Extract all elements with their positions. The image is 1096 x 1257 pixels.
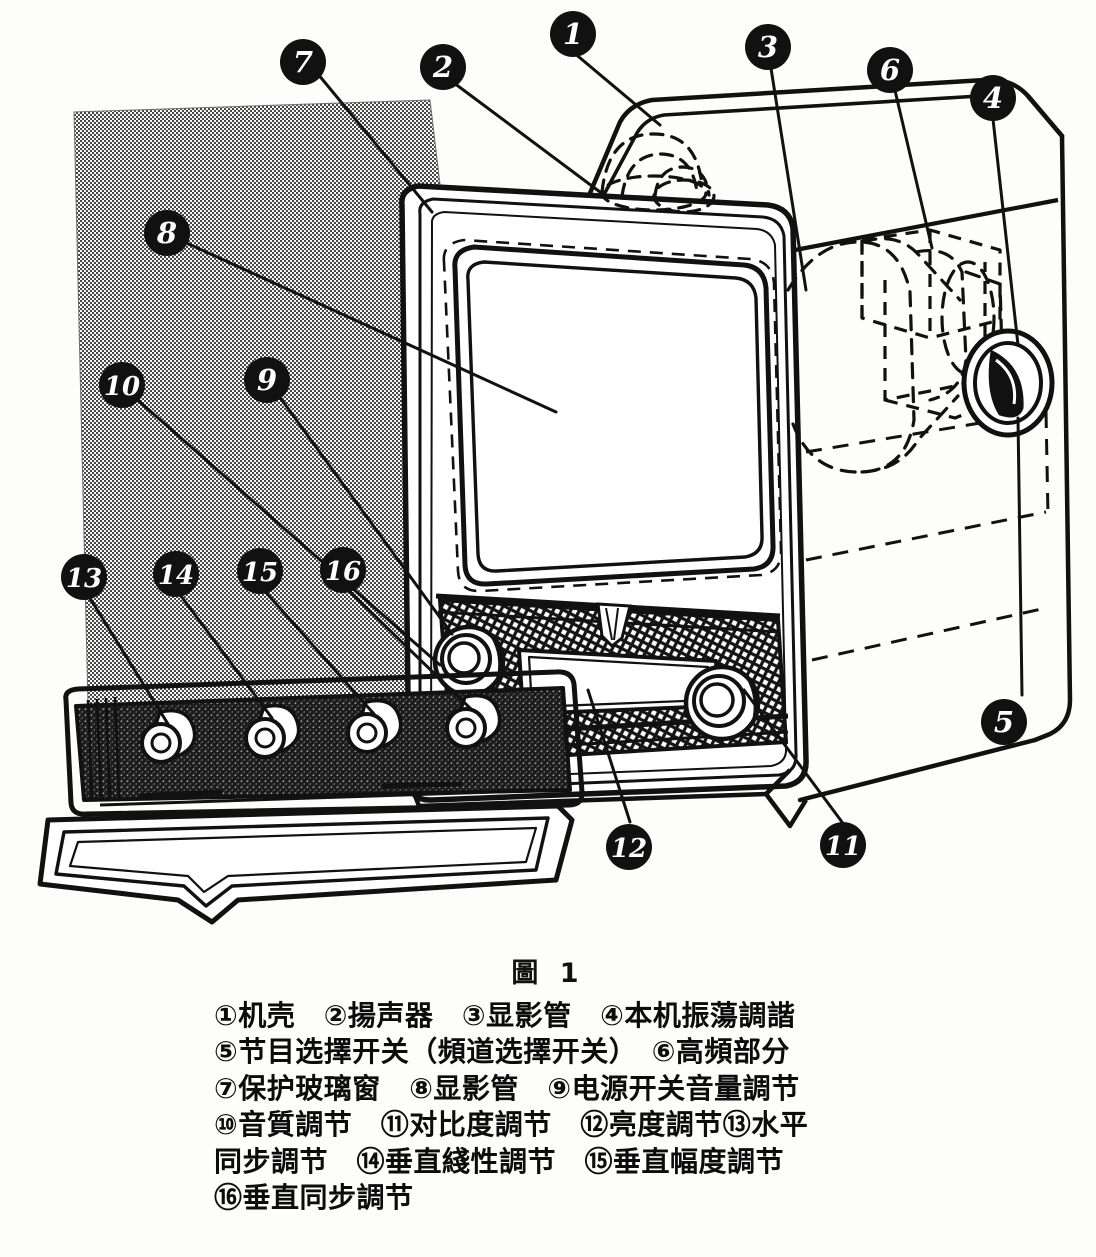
svg-text:13: 13 xyxy=(66,564,102,594)
callout-marker-14[interactable]: 14 xyxy=(153,551,199,597)
service-panel-compartment xyxy=(63,669,585,817)
svg-text:16: 16 xyxy=(325,557,361,587)
callout-marker-6[interactable]: 6 xyxy=(867,47,913,93)
callout-marker-3[interactable]: 3 xyxy=(745,24,791,70)
callout-marker-15[interactable]: 15 xyxy=(237,548,283,594)
adjustment-knobs-group[interactable] xyxy=(140,693,502,764)
callout-marker-16[interactable]: 16 xyxy=(320,547,366,593)
legend-line-5: 同步調节 ⑭垂直綫性調节 ⑮垂直幅度調节 xyxy=(214,1144,785,1178)
callout-marker-12[interactable]: 12 xyxy=(606,824,652,870)
svg-text:9: 9 xyxy=(257,363,277,397)
vertical-size-knob[interactable] xyxy=(346,698,403,754)
svg-text:10: 10 xyxy=(104,372,140,402)
svg-text:4: 4 xyxy=(983,81,1003,115)
callout-marker-13[interactable]: 13 xyxy=(61,554,107,600)
drop-down-lid[interactable] xyxy=(37,781,575,925)
legend-line-6: ⑯垂直同步調节 xyxy=(214,1180,414,1214)
loudspeaker-hidden xyxy=(600,132,716,214)
callout-marker-2[interactable]: 2 xyxy=(420,44,466,90)
figure-title: 圖 1 xyxy=(511,958,585,989)
svg-text:11: 11 xyxy=(825,832,861,862)
svg-text:6: 6 xyxy=(880,53,900,87)
callout-marker-5[interactable]: 5 xyxy=(981,699,1027,745)
legend-line-4: ⑩音質調节 ⑪对比度調节 ⑫亮度調节⑬水平 xyxy=(214,1108,809,1142)
tv-cabinet-body xyxy=(582,77,1073,803)
svg-text:15: 15 xyxy=(242,558,278,588)
leader-lines xyxy=(86,50,1024,824)
svg-text:5: 5 xyxy=(994,705,1014,739)
svg-text:3: 3 xyxy=(758,30,778,64)
callout-marker-7[interactable]: 7 xyxy=(280,39,326,85)
cabinet-top-face xyxy=(591,94,982,217)
horizontal-sync-knob[interactable] xyxy=(140,708,197,764)
vertical-sync-knob[interactable] xyxy=(445,693,502,749)
legend-line-3: ⑦保护玻璃窗 ⑧显影管 ⑨电源开关音量調节 xyxy=(214,1071,800,1105)
svg-text:2: 2 xyxy=(432,50,453,84)
brand-nameplate xyxy=(517,602,720,716)
callout-marker-9[interactable]: 9 xyxy=(244,357,290,403)
svg-text:14: 14 xyxy=(158,561,194,591)
figure-illustration: 1 2 3 4 5 6 7 8 xyxy=(37,11,1073,925)
figure-caption-block: 圖 1 ①机壳 ②揚声器 ③显影管 ④本机振蕩調諧 ⑤节目选擇开关（頻道选擇开关… xyxy=(0,945,1096,1257)
screen-bezel xyxy=(442,238,783,593)
legend-line-1: ①机壳 ②揚声器 ③显影管 ④本机振蕩調諧 xyxy=(214,999,796,1032)
svg-text:12: 12 xyxy=(611,834,647,864)
legend-line-2: ⑤节目选擇开关（頻道选擇开关） ⑥高頻部分 xyxy=(214,1035,790,1069)
contrast-knob[interactable] xyxy=(683,664,761,742)
channel-selector-knob[interactable] xyxy=(961,328,1055,438)
svg-text:8: 8 xyxy=(156,216,177,250)
callout-marker-10[interactable]: 10 xyxy=(99,362,145,408)
callout-marker-4[interactable]: 4 xyxy=(970,75,1016,121)
svg-text:1: 1 xyxy=(563,17,583,51)
vertical-linearity-knob[interactable] xyxy=(244,703,301,759)
callout-marker-8[interactable]: 8 xyxy=(144,210,190,256)
callout-marker-11[interactable]: 11 xyxy=(820,822,866,868)
callout-marker-1[interactable]: 1 xyxy=(550,11,596,57)
callout-markers: 1 2 3 4 5 6 7 8 xyxy=(61,11,1027,870)
svg-text:7: 7 xyxy=(293,45,313,79)
rf-tuner-unit-hidden xyxy=(860,228,1002,420)
